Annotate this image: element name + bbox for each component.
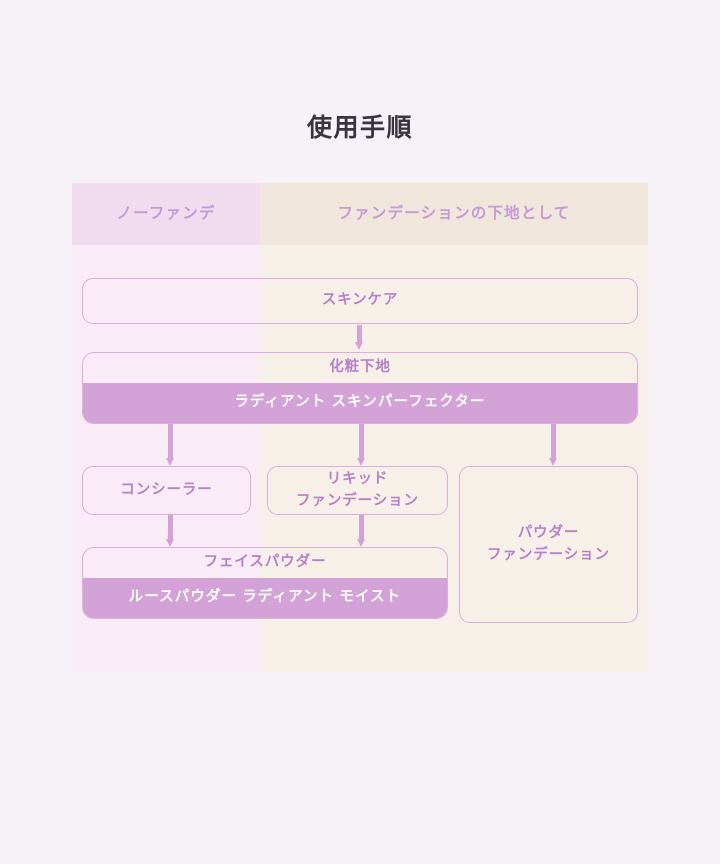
step-powder-foundation: パウダー ファンデーション [459,466,638,623]
step-powder-foundation-line1: パウダー [517,525,580,542]
column-header-no-foundation: ノーファンデ [72,183,260,245]
step-face-powder-label: フェイスパウダー [203,554,327,571]
arrow-makeup-base-to-concealer [166,424,175,466]
step-skincare: スキンケア [82,278,638,324]
arrow-makeup-base-to-liquid-foundation [357,424,366,466]
step-makeup-base-product: ラディアント スキンパーフェクター [83,383,637,423]
step-makeup-base: 化粧下地 ラディアント スキンパーフェクター [82,352,638,424]
step-skincare-label: スキンケア [321,292,399,309]
arrow-makeup-base-to-powder-foundation [549,424,558,466]
step-liquid-foundation-text: リキッド ファンデーション [296,469,419,511]
page-title: 使用手順 [306,114,413,142]
step-concealer-label: コンシーラー [120,481,213,498]
step-liquid-foundation-line1: リキッド [326,471,389,488]
arrow-skincare-to-makeup-base [355,325,364,350]
usage-steps-diagram: ノーファンデ ファンデーションの下地として スキンケア 化粧下地 ラディアント … [72,183,648,672]
step-face-powder: フェイスパウダー ルースパウダー ラディアント モイスト [82,547,448,619]
step-makeup-base-label: 化粧下地 [329,359,391,376]
step-liquid-foundation: リキッド ファンデーション [267,466,448,515]
arrow-concealer-to-face-powder [166,515,175,547]
arrow-liquid-foundation-to-face-powder [357,515,366,547]
step-powder-foundation-line2: ファンデーション [487,546,610,563]
step-face-powder-product: ルースパウダー ラディアント モイスト [83,578,447,618]
column-header-foundation-base: ファンデーションの下地として [260,183,648,245]
step-concealer: コンシーラー [82,466,251,515]
step-powder-foundation-text: パウダー ファンデーション [487,523,610,565]
step-liquid-foundation-line2: ファンデーション [296,492,419,509]
